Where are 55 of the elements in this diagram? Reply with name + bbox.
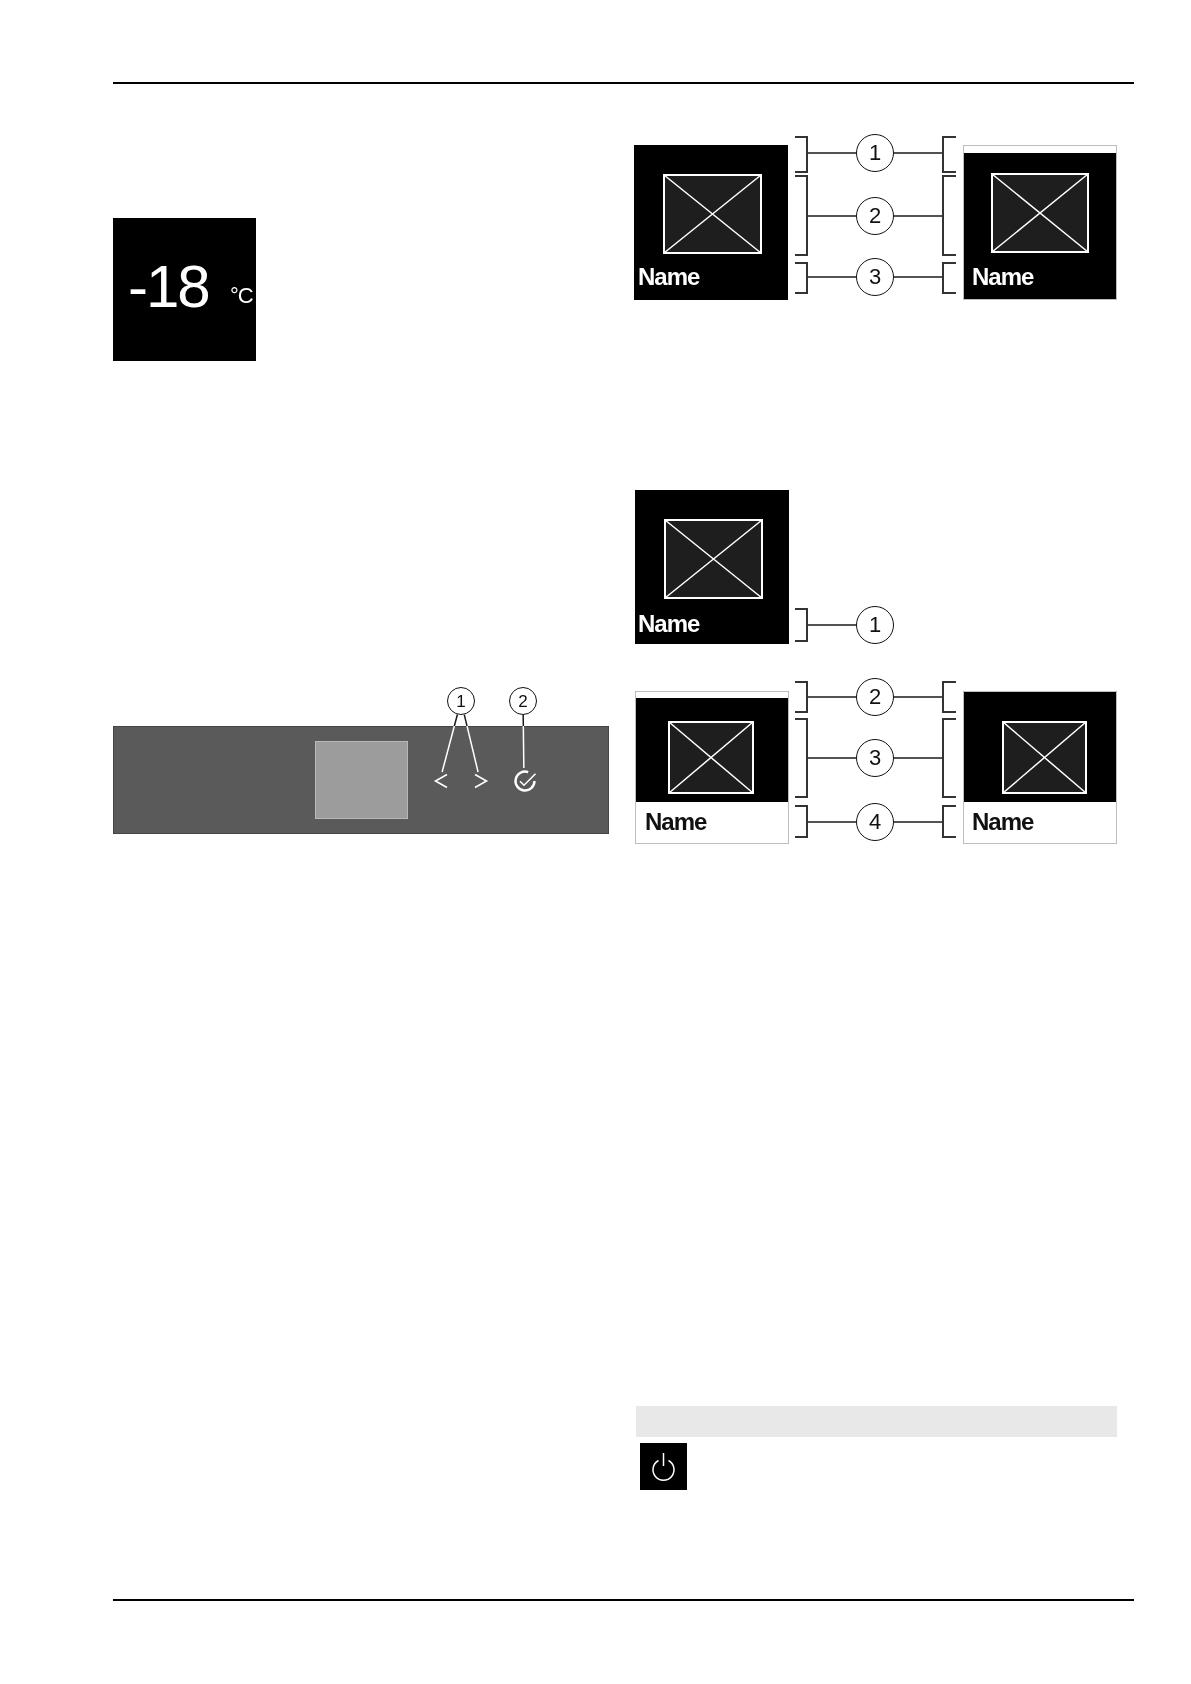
callout-number: 3 — [856, 739, 894, 777]
leader-line — [893, 276, 943, 278]
bracket — [942, 681, 956, 713]
leader-line — [522, 714, 525, 769]
leader-line — [893, 215, 943, 217]
callout-number: 2 — [856, 197, 894, 235]
leader-line — [893, 757, 943, 759]
callout-number: 1 — [856, 606, 894, 644]
display-screen — [963, 691, 1117, 844]
bracket — [942, 136, 956, 173]
leader-line — [807, 757, 857, 759]
display-screen — [635, 691, 789, 844]
bracket — [795, 262, 808, 294]
chevron-right-icon — [474, 773, 488, 789]
leader-line — [807, 215, 857, 217]
leader-line — [463, 713, 479, 773]
callout-number: 1 — [856, 134, 894, 172]
control-panel — [113, 726, 609, 834]
callout-number: 2 — [509, 687, 537, 715]
leader-line — [807, 624, 857, 626]
leader-line — [893, 152, 943, 154]
check-circle-icon — [513, 769, 537, 793]
bracket — [942, 718, 956, 798]
bracket — [795, 608, 808, 642]
name-label: Name — [972, 265, 1034, 289]
bracket — [795, 136, 808, 173]
name-label: Name — [645, 810, 707, 834]
leader-line — [807, 821, 857, 823]
callout-number: 4 — [856, 803, 894, 841]
chevron-left-icon — [434, 773, 448, 789]
leader-line — [893, 821, 943, 823]
display-screen — [635, 490, 789, 644]
callout-number: 2 — [856, 678, 894, 716]
name-label: Name — [638, 612, 700, 636]
bracket — [942, 175, 956, 256]
bracket — [795, 805, 808, 838]
leader-line — [441, 713, 459, 773]
callout-number: 1 — [447, 687, 475, 715]
display-window — [315, 741, 408, 819]
unit-label: °C — [230, 285, 253, 307]
bracket — [795, 681, 808, 713]
bracket — [795, 718, 808, 798]
leader-line — [807, 152, 857, 154]
leader-line — [807, 276, 857, 278]
temperature-value: -18 — [128, 257, 209, 317]
name-label: Name — [638, 265, 700, 289]
bracket — [942, 805, 956, 838]
leader-line — [807, 696, 857, 698]
bracket — [942, 262, 956, 294]
bracket — [795, 175, 808, 256]
display-screen — [634, 145, 788, 300]
callout-number: 3 — [856, 258, 894, 296]
temperature-display — [113, 218, 256, 361]
leader-line — [893, 696, 943, 698]
name-label: Name — [972, 810, 1034, 834]
